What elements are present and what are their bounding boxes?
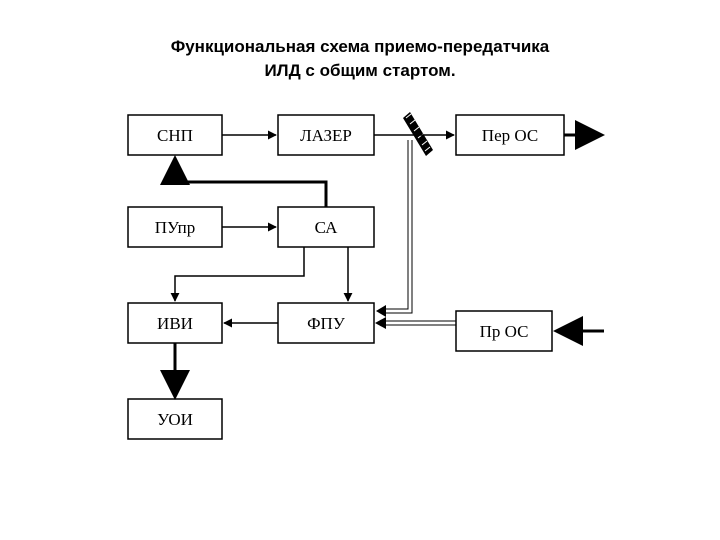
block-snp: СНП (127, 114, 223, 156)
block-fpu: ФПУ (277, 302, 375, 344)
block-fpu-label: ФПУ (307, 314, 346, 333)
block-per-os: Пер ОС (455, 114, 565, 156)
block-pr-os-label: Пр ОС (480, 322, 529, 341)
arrow-pr-os-to-fpu (375, 317, 456, 329)
block-ivi: ИВИ (127, 302, 223, 344)
block-sa: СА (277, 206, 375, 248)
block-pr-os: Пр ОС (455, 310, 553, 352)
block-laser-label: ЛАЗЕР (300, 126, 352, 145)
block-uoi: УОИ (127, 398, 223, 440)
diagram-title-line-2: ИЛД с общим стартом. (264, 61, 456, 80)
block-sa-label: СА (315, 218, 338, 237)
block-uoi-label: УОИ (157, 410, 193, 429)
block-puupr: ПУпр (127, 206, 223, 248)
block-puupr-label: ПУпр (155, 218, 195, 237)
block-laser: ЛАЗЕР (277, 114, 375, 156)
beam-splitter-plate (403, 112, 433, 156)
block-per-os-label: Пер ОС (482, 126, 538, 145)
diagram-title-line-1: Функциональная схема приемо-передатчика (170, 37, 550, 56)
arrow-sa-to-snp (160, 155, 328, 207)
block-snp-label: СНП (157, 126, 193, 145)
block-ivi-label: ИВИ (157, 314, 193, 333)
arrow-sa-to-ivi (170, 247, 305, 302)
arrow-splitter-to-fpu (376, 140, 413, 317)
